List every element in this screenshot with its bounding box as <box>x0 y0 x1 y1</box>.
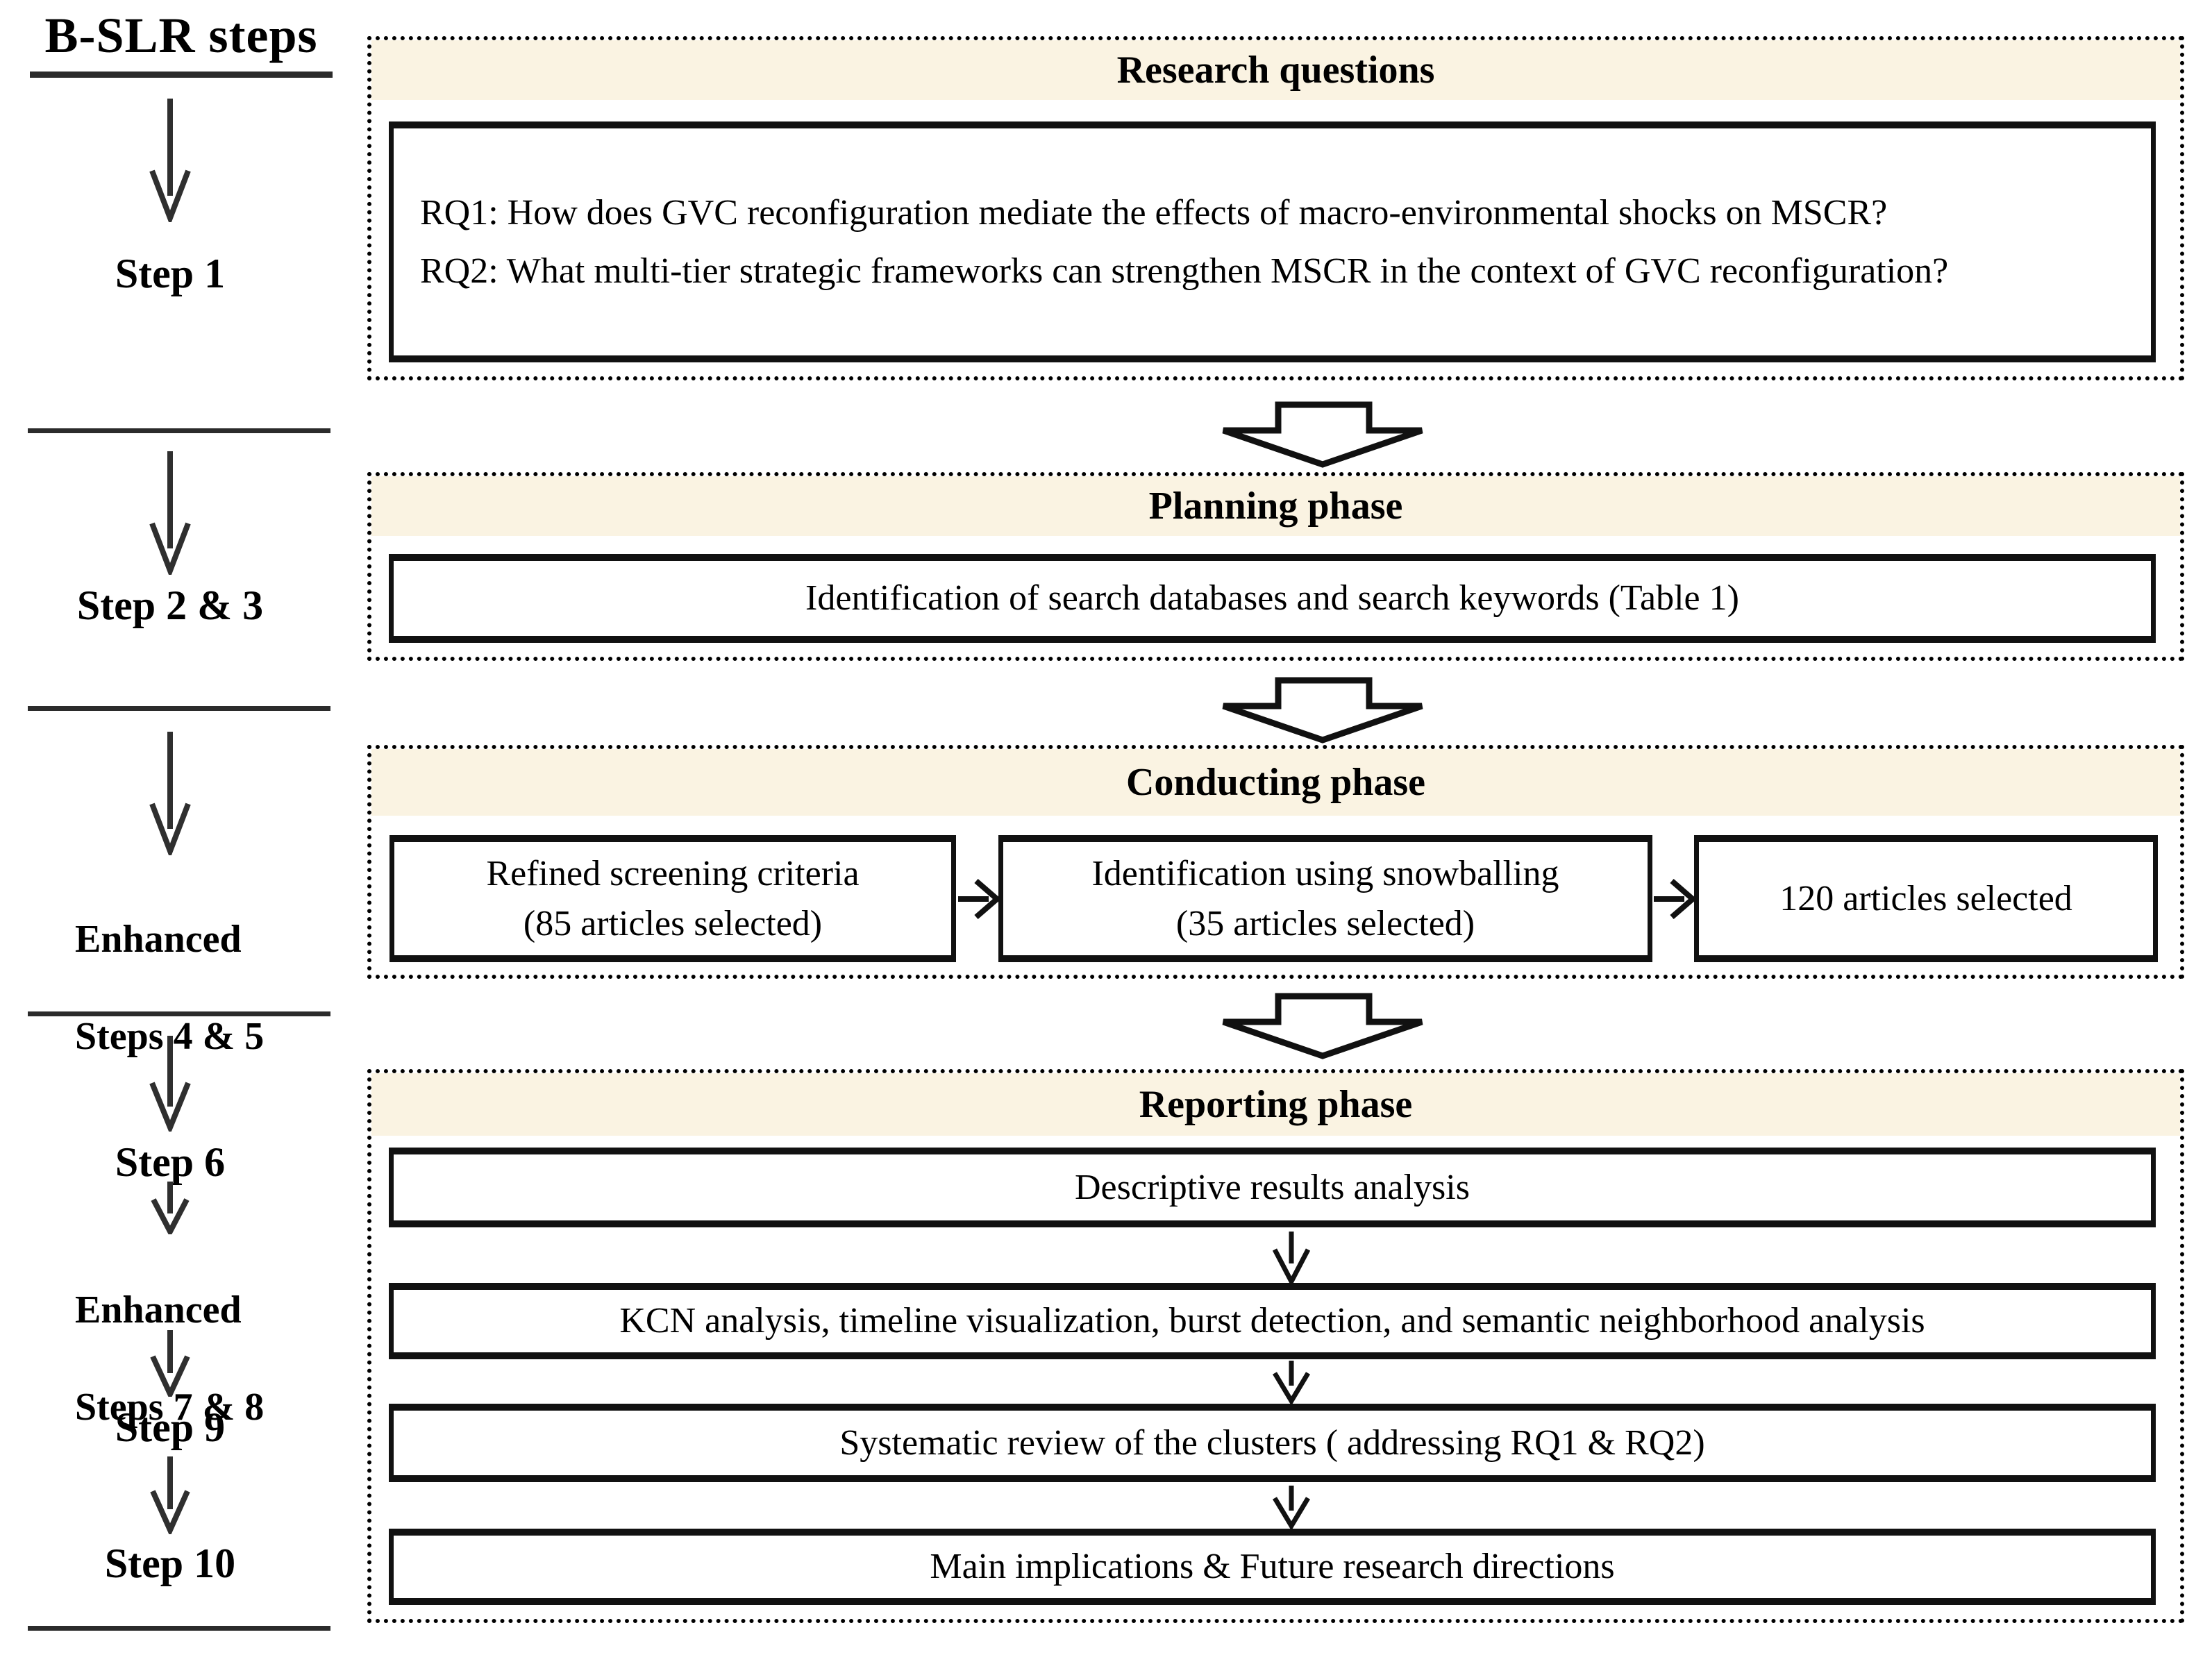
phase-header-planning: Planning phase <box>371 476 2180 536</box>
reporting-row-implications: Main implications & Future research dire… <box>389 1529 2156 1605</box>
down-arrow-icon <box>151 1182 190 1234</box>
phase-reporting: Reporting phase Descriptive results anal… <box>367 1069 2184 1623</box>
phase-title: Conducting phase <box>1125 761 1426 804</box>
step-label-4-5: Enhanced Steps 4 & 5 <box>75 866 264 1109</box>
step-label-1: Step 1 <box>115 251 226 296</box>
reporting-row-text: Main implications & Future research dire… <box>930 1547 1615 1586</box>
reporting-row-text: Systematic review of the clusters ( addr… <box>839 1422 1705 1463</box>
step-label-7-8-line2: Steps 7 & 8 <box>75 1386 265 1429</box>
rq2-text: RQ2: What multi-tier strategic framework… <box>420 251 1949 291</box>
phase-title: Reporting phase <box>1139 1083 1413 1126</box>
step-label-9: Step 9 <box>115 1404 226 1450</box>
sidebar-separator-2 <box>28 706 330 711</box>
down-arrow-icon <box>149 451 191 575</box>
down-arrow-icon <box>1272 1232 1311 1284</box>
step-label-4-5-line2: Steps 4 & 5 <box>75 1015 265 1058</box>
reporting-row-text: KCN analysis, timeline visualization, bu… <box>619 1301 1925 1341</box>
reporting-row-kcn: KCN analysis, timeline visualization, bu… <box>389 1283 2156 1359</box>
down-arrow-icon <box>150 1330 190 1397</box>
rq1-text: RQ1: How does GVC reconfiguration mediat… <box>420 192 1888 233</box>
right-arrow-icon <box>1654 878 1697 920</box>
planning-item-box: Identification of search databases and s… <box>389 554 2156 643</box>
block-down-arrow-icon <box>1222 677 1423 744</box>
sidebar-separator-1 <box>28 428 330 433</box>
sidebar-separator-3 <box>28 1011 330 1016</box>
sidebar-title: B-SLR steps <box>44 8 318 63</box>
down-arrow-icon <box>149 99 191 222</box>
refined-screening-line2: (85 articles selected) <box>523 903 823 943</box>
step-label-2-3: Step 2 & 3 <box>76 582 264 628</box>
phase-conducting: Conducting phase Refined screening crite… <box>367 745 2184 979</box>
reporting-row-systematic-review: Systematic review of the clusters ( addr… <box>389 1404 2156 1482</box>
sidebar-title-underline <box>30 72 333 78</box>
phase-research-questions: Research questions RQ1: How does GVC rec… <box>367 36 2184 380</box>
articles-selected-box: 120 articles selected <box>1694 835 2158 962</box>
phase-planning: Planning phase Identification of search … <box>367 472 2184 661</box>
down-arrow-icon <box>1272 1486 1311 1529</box>
step-label-7-8-line1: Enhanced <box>75 1288 242 1331</box>
step-label-6: Step 6 <box>115 1139 226 1185</box>
down-arrow-icon <box>149 732 191 855</box>
phase-title: Planning phase <box>1148 485 1403 528</box>
phase-header-conducting: Conducting phase <box>371 749 2180 816</box>
snowballing-line2: (35 articles selected) <box>1175 903 1475 943</box>
sidebar-separator-4 <box>28 1626 330 1631</box>
reporting-row-descriptive: Descriptive results analysis <box>389 1148 2156 1227</box>
step-label-10: Step 10 <box>104 1540 236 1586</box>
right-arrow-icon <box>958 878 1001 920</box>
phase-header-research-questions: Research questions <box>371 40 2180 100</box>
block-down-arrow-icon <box>1222 401 1423 468</box>
down-arrow-icon <box>1272 1361 1311 1404</box>
step-label-7-8: Enhanced Steps 7 & 8 <box>75 1237 264 1480</box>
snowballing-line1: Identification using snowballing <box>1091 853 1559 893</box>
step-label-4-5-line1: Enhanced <box>75 918 242 961</box>
refined-screening-box: Refined screening criteria (85 articles … <box>389 835 956 962</box>
phase-title: Research questions <box>1116 49 1435 92</box>
reporting-row-text: Descriptive results analysis <box>1075 1167 1470 1207</box>
articles-selected-text: 120 articles selected <box>1779 878 2072 918</box>
phase-header-reporting: Reporting phase <box>371 1073 2180 1136</box>
snowballing-box: Identification using snowballing (35 art… <box>998 835 1652 962</box>
research-questions-box: RQ1: How does GVC reconfiguration mediat… <box>389 121 2156 362</box>
planning-item-text: Identification of search databases and s… <box>805 578 1739 618</box>
down-arrow-icon <box>149 1036 191 1132</box>
block-down-arrow-icon <box>1222 993 1423 1059</box>
down-arrow-icon <box>150 1456 190 1534</box>
refined-screening-line1: Refined screening criteria <box>486 853 860 893</box>
